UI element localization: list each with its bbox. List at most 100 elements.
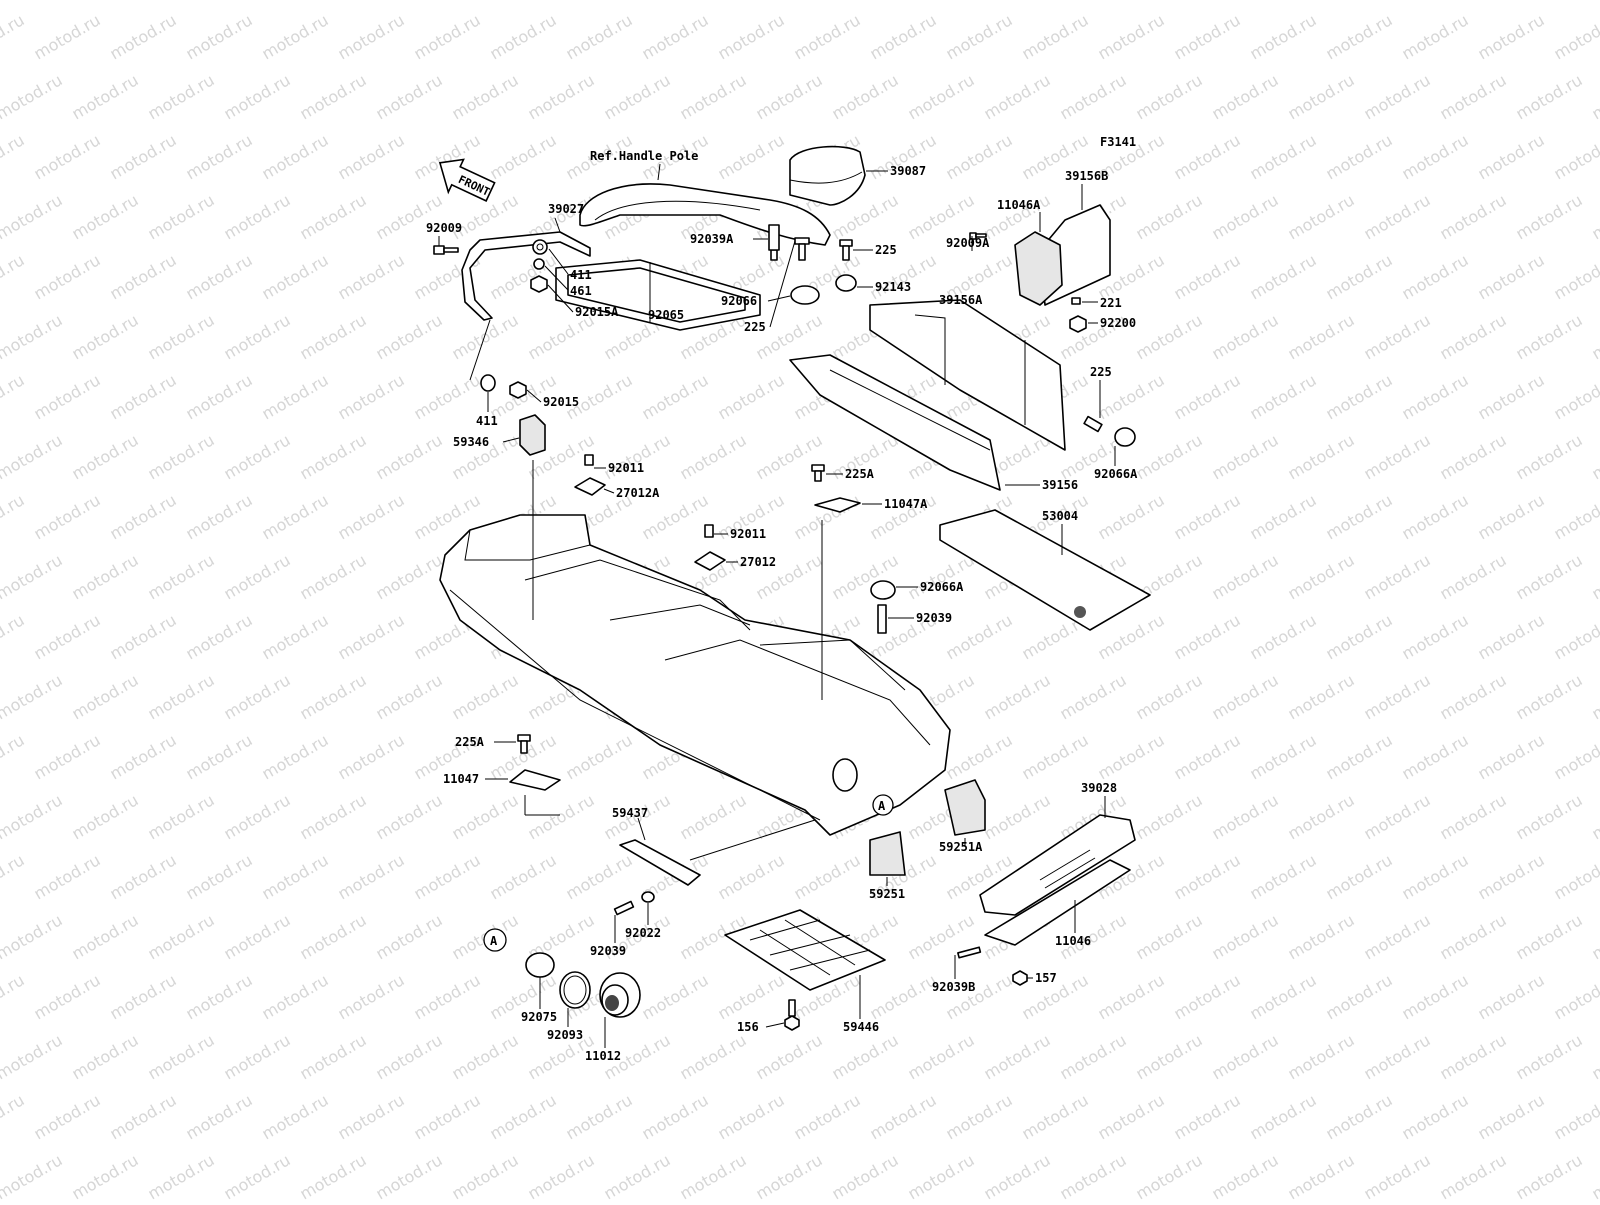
watermark-text: motod.ru [0,790,66,843]
watermark-text: motod.ru [183,130,256,183]
watermark-text: motod.ru [487,1090,560,1143]
watermark-text: motod.ru [1475,490,1548,543]
watermark-text: motod.ru [753,0,826,3]
watermark-text: motod.ru [1209,310,1282,363]
watermark-text: motod.ru [981,790,1054,843]
watermark-text: motod.ru [107,610,180,663]
watermark-text: motod.ru [1361,910,1434,963]
watermark-text: motod.ru [31,850,104,903]
watermark-text: motod.ru [373,1030,446,1083]
watermark-text: motod.ru [0,1150,66,1200]
label-92039B: 92039B [932,980,975,994]
watermark-text: motod.ru [601,430,674,483]
watermark-text: motod.ru [715,130,788,183]
watermark-text: motod.ru [639,370,712,423]
nut-92015 [510,382,526,398]
watermark-text: motod.ru [1133,910,1206,963]
watermark-text: motod.ru [183,10,256,63]
label-11046A: 11046A [997,198,1041,212]
watermark-text: motod.ru [449,70,522,123]
watermark-text: motod.ru [31,130,104,183]
watermark-text: motod.ru [1361,310,1434,363]
watermark-text: motod.ru [69,670,142,723]
label-11046: 11046 [1055,934,1091,948]
watermark-text: motod.ru [1551,1090,1600,1143]
watermark-text: motod.ru [259,250,332,303]
watermark-text: motod.ru [1361,190,1434,243]
watermark-text: motod.ru [981,1030,1054,1083]
label-92066: 92066 [721,294,757,308]
bolt-225-a [795,238,809,244]
ref-circle-a-hull: A [873,795,893,815]
watermark-text: motod.ru [1133,0,1206,3]
watermark-text: motod.ru [221,670,294,723]
watermark-text: motod.ru [1437,190,1510,243]
watermark-text: motod.ru [411,370,484,423]
watermark-text: motod.ru [487,850,560,903]
watermark-text: motod.ru [1513,310,1586,363]
watermark-text: motod.ru [981,670,1054,723]
watermark-text: motod.ru [1361,550,1434,603]
label-92093: 92093 [547,1028,583,1042]
grommet-92143 [836,275,856,291]
watermark-text: motod.ru [1209,550,1282,603]
watermark-text: motod.ru [1551,610,1600,663]
watermark-text: motod.ru [1247,250,1320,303]
label-39156B: 39156B [1065,169,1108,183]
watermark-text: motod.ru [1323,610,1396,663]
watermark-text: motod.ru [0,850,28,903]
watermark-text: motod.ru [373,70,446,123]
label-92009: 92009 [426,221,462,235]
watermark-text: motod.ru [1513,70,1586,123]
watermark-text: motod.ru [1551,850,1600,903]
label-39027: 39027 [548,202,584,216]
washer-92022 [642,892,654,902]
watermark-text: motod.ru [1513,910,1586,963]
bolt-225-right [1084,417,1102,432]
watermark-text: motod.ru [1285,550,1358,603]
watermark-text: motod.ru [221,310,294,363]
watermark-text: motod.ru [0,1030,66,1083]
watermark-text: motod.ru [1361,430,1434,483]
watermark-text: motod.ru [639,1090,712,1143]
watermark-text: motod.ru [829,70,902,123]
watermark-text: motod.ru [0,910,66,963]
watermark-text: motod.ru [107,490,180,543]
watermark-text: motod.ru [1133,190,1206,243]
svg-text:A: A [878,799,886,813]
nut-157 [1013,971,1027,985]
label-92011-a: 92011 [608,461,644,475]
watermark-text: motod.ru [1095,1090,1168,1143]
watermark-text: motod.ru [69,70,142,123]
watermark-text: motod.ru [487,130,560,183]
watermark-text: motod.ru [487,250,560,303]
label-27012A: 27012A [616,486,660,500]
watermark-text: motod.ru [1361,670,1434,723]
watermark-text: motod.ru [145,310,218,363]
watermark-text: motod.ru [1323,850,1396,903]
watermark-text: motod.ru [1589,910,1600,963]
watermark-text: motod.ru [0,670,66,723]
watermark-text: motod.ru [981,0,1054,3]
watermark-text: motod.ru [1323,250,1396,303]
watermark-text: motod.ru [1437,70,1510,123]
watermark-text: motod.ru [449,790,522,843]
watermark-text: motod.ru [1323,130,1396,183]
watermark-text: motod.ru [1437,310,1510,363]
watermark-text: motod.ru [677,1150,750,1200]
watermark-text: motod.ru [1551,970,1600,1023]
watermark-text: motod.ru [1171,850,1244,903]
watermark-text: motod.ru [449,670,522,723]
watermark-text: motod.ru [373,910,446,963]
label-92039-mid: 92039 [916,611,952,625]
watermark-text: motod.ru [1095,730,1168,783]
watermark-text: motod.ru [1133,1150,1206,1200]
watermark-text: motod.ru [1247,10,1320,63]
watermark-text: motod.ru [259,730,332,783]
watermark-text: motod.ru [1285,430,1358,483]
watermark-text: motod.ru [677,70,750,123]
watermark-text: motod.ru [1437,790,1510,843]
watermark-text: motod.ru [297,910,370,963]
watermark-text: motod.ru [297,670,370,723]
watermark-text: motod.ru [1589,1150,1600,1200]
